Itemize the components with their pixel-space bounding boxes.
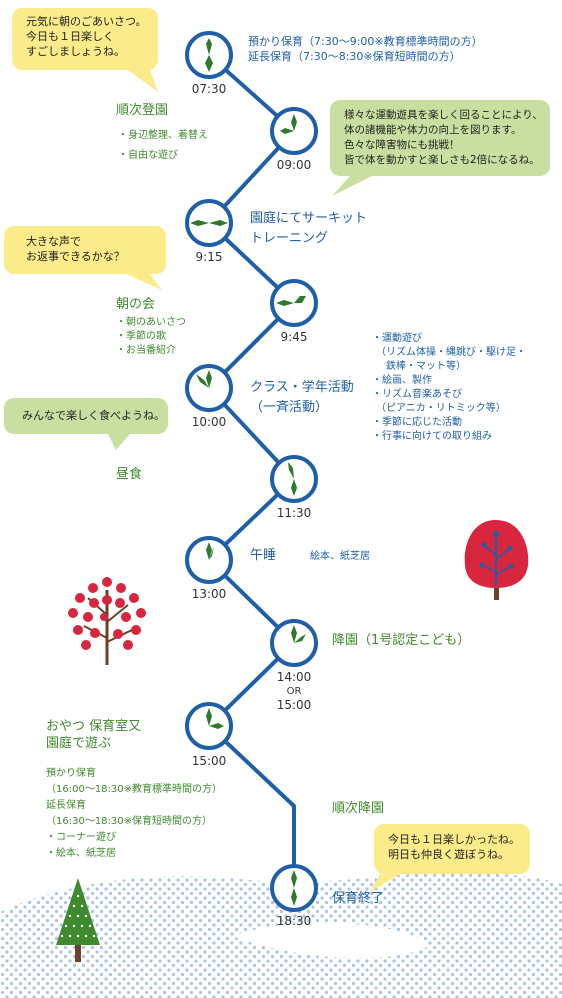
list-item: ・リズム音楽あそび [372,389,462,400]
info-line: 園庭にてサーキット [250,211,368,226]
red-tree-illustration [464,520,529,600]
list-item: 預かり保育 [46,768,96,779]
bubble-goodbye-text: 今日も１日楽しかったね。 明日も仲良く遊ぼうね。 [388,832,520,862]
fir-tree-illustration [56,878,100,962]
list-item: 鉄棒・マット等） [386,361,466,372]
snack-title: おやつ 保育室又 園庭で遊ぶ [46,718,141,752]
list-item: ・身辺整理、着替え [118,130,208,141]
bubble-exercise [330,100,550,196]
info-line: 園庭で遊ぶ [46,736,112,751]
list-item: ・お当番紹介 [116,345,176,356]
bubble-line: みんなで楽しく食べようね。 [22,409,165,422]
nap-title: 午睡 [250,548,277,563]
bubble-reply-text: 大きな声で お返事できるかな？ [26,234,125,264]
clock-1500 [185,702,233,750]
time-label: 18:30 [276,914,312,928]
bubble-goodbye [370,824,530,892]
info-line: （一斉活動） [250,400,329,415]
bubble-line: すごしましょうね。 [26,45,125,58]
bubble-greeting-text: 元気に朝のごあいさつ。 今日も１日楽しく すごしましょうね。 [26,14,147,59]
arrival-items: ・身辺整理、着替え ・自由な遊び [118,126,208,166]
clock-0900 [270,107,318,155]
clock-1830 [270,864,318,912]
time-label: 07:30 [191,82,227,96]
list-item: ・行事に向けての取り組み [372,431,492,442]
clock-1400 [270,619,318,667]
bubble-lunch-text: みんなで楽しく食べようね。 [22,408,165,423]
pickup-sequential: 順次降園 [332,801,385,816]
time-label: 11:30 [276,506,312,520]
berry-tree-illustration [68,577,146,665]
bubble-line: 今日も１日楽しく [26,30,114,43]
list-item: ・絵本、紙芝居 [46,848,116,859]
bubble-line: 体の諸機能や体力の向上を図ります。 [344,124,522,136]
time-label: 15:00 [191,754,227,768]
circuit-training: 園庭にてサーキット トレーニング [250,209,367,249]
nap-note: 絵本、紙芝居 [310,551,370,562]
bubble-line: 色々な障害物にも挑戦！ [344,139,460,151]
list-item: （16:00〜18:30※教育標準時間の方） [46,784,223,795]
time-or-label: OR [286,686,302,697]
dotted-ground-hole [232,922,430,959]
clock-1130 [270,455,318,503]
evening-care-info: 預かり保育 （16:00〜18:30※教育標準時間の方） 延長保育 （16:30… [46,766,222,862]
clock-1000 [185,364,233,412]
bubble-greeting [12,8,158,92]
bubble-line: 大きな声で [26,235,81,248]
info-line: 預かり保育（7:30〜9:00※教育標準時間の方） [248,35,483,48]
list-item: ・自由な遊び [118,150,178,161]
morning-care-info: 預かり保育（7:30〜9:00※教育標準時間の方） 延長保育（7:30〜8:30… [248,34,483,64]
list-item: ・季節の歌 [116,331,166,342]
list-item: ・絵画、製作 [372,375,432,386]
list-item: 延長保育 [46,800,86,811]
morning-meeting-title: 朝の会 [116,297,156,312]
time-label: 9:15 [195,250,223,264]
arrival-title: 順次登園 [116,103,169,118]
bubble-line: 今日も１日楽しかったね。 [388,833,520,846]
morning-meeting-items: ・朝のあいさつ ・季節の歌 ・お当番紹介 [116,316,186,358]
bubble-line: お返事できるかな？ [26,250,125,263]
clock-0730 [185,31,233,79]
time-label: 10:00 [191,415,227,429]
time-label: 14:00 [276,670,312,684]
pickup-type1: 降園（1号認定こども） [332,633,471,648]
time-label: 15:00 [276,698,312,712]
time-label: 09:00 [276,158,312,172]
end-of-care: 保育終了 [332,891,385,906]
bubble-reply [4,226,166,290]
bubble-line: 皆で体を動かすと楽しさも2倍になるね。 [344,154,540,166]
class-activity: クラス・学年活動 （一斉活動） [250,378,354,418]
bubble-lunch [4,398,168,450]
list-item: （ピアニカ・リトミック等） [376,403,506,414]
info-line: おやつ 保育室又 [46,719,142,734]
info-line: 延長保育（7:30〜8:30※保育短時間の方） [248,50,461,63]
lunch-title: 昼食 [116,467,143,482]
list-item: ・朝のあいさつ [116,317,186,328]
list-item: ・コーナー遊び [46,832,116,843]
info-line: トレーニング [250,231,329,246]
clock-0915 [185,199,233,247]
clock-1300 [185,536,233,584]
clock-0945 [270,279,318,327]
time-label: 9:45 [280,330,308,344]
list-item: ・季節に応じた活動 [372,417,462,428]
list-item: ・運動遊び [372,333,422,344]
list-item: （16:30〜18:30※保育短時間の方） [46,816,213,827]
list-item: （リズム体操・縄跳び・駆け足・ [376,347,526,358]
class-activity-items: ・運動遊び （リズム体操・縄跳び・駆け足・ 鉄棒・マット等） ・絵画、製作 ・リ… [372,332,526,444]
bubble-line: 明日も仲良く遊ぼうね。 [388,848,509,861]
bubble-exercise-text: 様々な運動遊具を楽しく回ることにより、 体の諸機能や体力の向上を図ります。 色々… [344,108,543,168]
info-line: クラス・学年活動 [250,380,354,395]
time-label: 13:00 [191,587,227,601]
bubble-line: 様々な運動遊具を楽しく回ることにより、 [344,109,543,121]
bubble-line: 元気に朝のごあいさつ。 [26,15,147,28]
